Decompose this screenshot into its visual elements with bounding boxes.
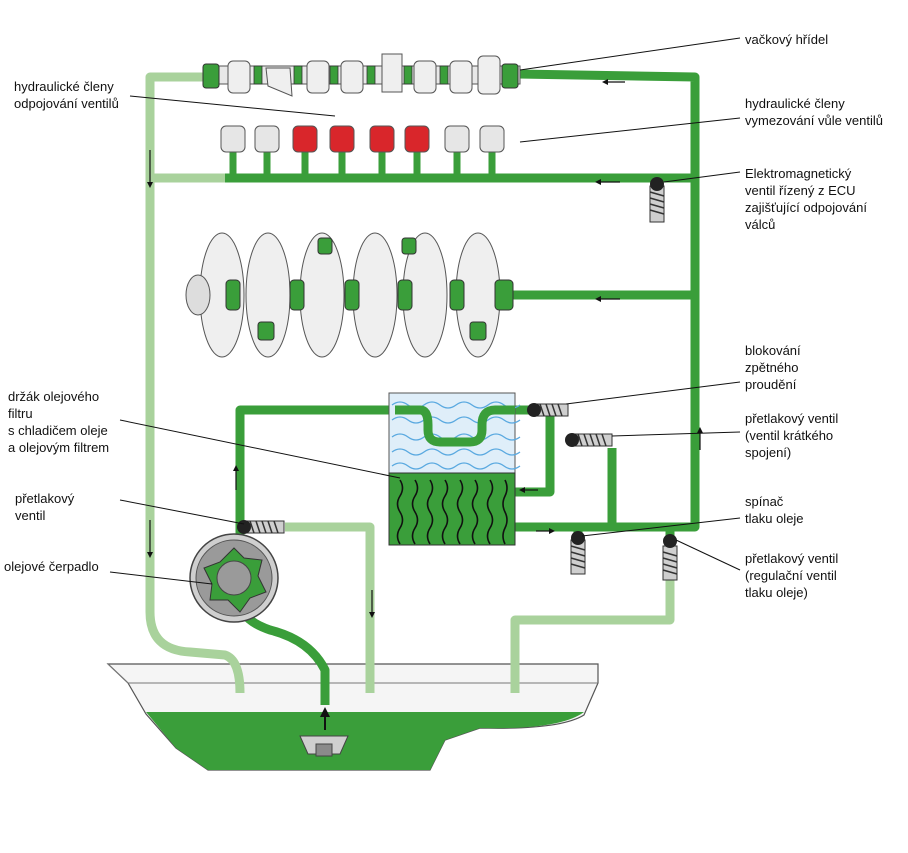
disconnect-lifter	[404, 125, 430, 153]
return-lines	[145, 72, 675, 694]
relief-valve-left	[237, 520, 285, 534]
oil-level	[146, 712, 584, 770]
lash-lifter	[254, 125, 280, 153]
leader-lines	[109, 37, 741, 585]
oil-filter-holder	[388, 392, 521, 546]
label-disconnect-elements: hydraulické členy odpojování ventilů	[14, 79, 119, 111]
label-camshaft: vačkový hřídel	[745, 32, 829, 47]
solenoid-valve	[649, 177, 665, 223]
lash-lifter	[220, 125, 246, 153]
label-lash-elements: hydraulické členy vymezování vůle ventil…	[745, 96, 884, 128]
label-filter-holder: držák olejového filtru s chladičem oleje…	[8, 389, 110, 455]
hydraulic-lifters	[220, 125, 505, 153]
oil-pump	[189, 533, 279, 623]
lash-lifter	[479, 125, 505, 153]
label-backflow-block: blokování zpětného proudění	[745, 343, 801, 392]
camshaft	[202, 53, 521, 97]
disconnect-lifter	[329, 125, 355, 153]
backflow-block-valve	[527, 403, 569, 417]
lifter-feed-stubs	[229, 150, 496, 178]
crankshaft	[185, 232, 514, 358]
disconnect-lifter	[369, 125, 395, 153]
disconnect-lifter	[292, 125, 318, 153]
bypass-valve	[565, 433, 613, 447]
label-pressure-switch: spínač tlaku oleje	[745, 494, 804, 526]
oil-strainer	[299, 707, 349, 757]
label-regulating-valve: přetlakový ventil (regulační ventil tlak…	[745, 551, 839, 600]
oil-pressure-switch	[570, 531, 586, 575]
label-oil-pump: olejové čerpadlo	[4, 559, 99, 574]
label-bypass-valve: přetlakový ventil (ventil krátkého spoje…	[745, 411, 839, 460]
oil-sump	[106, 663, 599, 771]
lash-lifter	[444, 125, 470, 153]
label-solenoid-valve: Elektromagnetický ventil řízený z ECU za…	[745, 166, 867, 232]
label-relief-valve-left: přetlakový ventil	[15, 491, 75, 523]
regulating-valve	[662, 534, 678, 581]
oil-filter	[388, 472, 516, 546]
